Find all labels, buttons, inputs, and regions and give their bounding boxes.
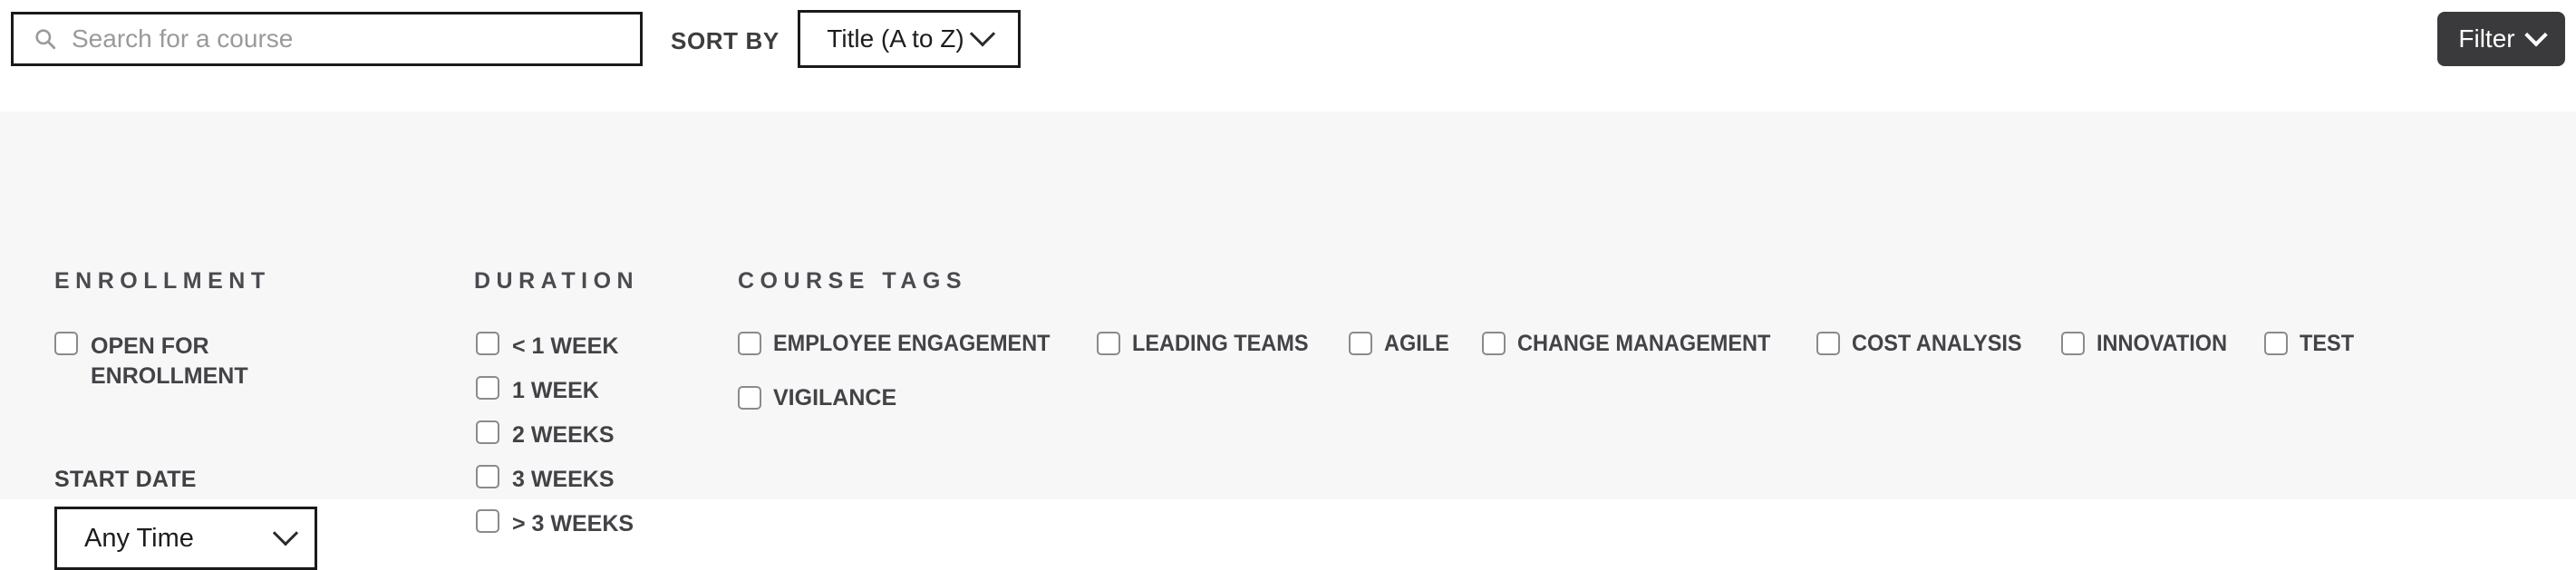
checkbox-course-tag-0[interactable] <box>738 332 761 355</box>
search-box[interactable] <box>11 12 643 66</box>
course-tag-option[interactable]: VIGILANCE <box>738 383 2485 412</box>
duration-option-label: 3 WEEKS <box>512 467 615 492</box>
checkbox-course-tag-2[interactable] <box>1349 332 1372 355</box>
sort-by-select[interactable]: Title (A to Z) <box>798 10 1021 68</box>
course-tag-label: EMPLOYEE ENGAGEMENT <box>773 330 1051 356</box>
course-tags-section-title: COURSE TAGS <box>738 268 967 294</box>
course-tag-label: COST ANALYSIS <box>1851 330 2022 356</box>
enrollment-option-label: OPEN FOR ENROLLMENT <box>91 333 248 389</box>
filter-button[interactable]: Filter <box>2437 12 2565 66</box>
search-icon <box>35 29 56 50</box>
filter-panel: ENROLLMENT OPEN FOR ENROLLMENT START DAT… <box>0 111 2576 570</box>
course-tag-option[interactable]: COST ANALYSIS <box>1816 329 2033 358</box>
duration-option[interactable]: 2 WEEKS <box>476 420 615 450</box>
duration-option-label: > 3 WEEKS <box>512 511 634 536</box>
start-date-select[interactable]: Any Time <box>54 507 317 570</box>
course-tag-label: CHANGE MANAGEMENT <box>1517 330 1771 356</box>
duration-option[interactable]: < 1 WEEK <box>476 332 618 362</box>
course-tag-option[interactable]: TEST <box>2264 329 2358 358</box>
duration-option-label: 2 WEEKS <box>512 422 615 448</box>
filter-button-label: Filter <box>2458 24 2515 53</box>
course-tags-list: EMPLOYEE ENGAGEMENT LEADING TEAMS AGILE … <box>738 329 2514 412</box>
checkbox-course-tag-7[interactable] <box>738 386 761 410</box>
checkbox-open-for-enrollment[interactable] <box>54 332 78 355</box>
sort-by-value: Title (A to Z) <box>827 24 964 53</box>
course-tag-option[interactable]: INNOVATION <box>2061 329 2235 358</box>
course-tag-label: TEST <box>2300 330 2355 356</box>
checkbox-course-tag-6[interactable] <box>2264 332 2289 355</box>
course-tag-label: INNOVATION <box>2097 330 2228 356</box>
start-date-label: START DATE <box>54 467 197 492</box>
course-tag-label: AGILE <box>1384 330 1449 356</box>
enrollment-option-open-for-enrollment[interactable]: OPEN FOR ENROLLMENT <box>54 332 326 391</box>
chevron-down-icon <box>272 520 299 546</box>
duration-option-label: 1 WEEK <box>512 378 599 403</box>
chevron-down-icon <box>2523 24 2548 47</box>
sort-by-label: SORT BY <box>671 27 780 54</box>
duration-option[interactable]: 3 WEEKS <box>476 465 615 495</box>
duration-section-title: DURATION <box>474 268 640 294</box>
course-tag-label: VIGILANCE <box>773 384 897 411</box>
search-input[interactable] <box>72 24 579 53</box>
course-tag-option[interactable]: EMPLOYEE ENGAGEMENT <box>738 329 1068 358</box>
start-date-value: Any Time <box>84 523 194 553</box>
checkbox-duration-2[interactable] <box>476 420 499 444</box>
checkbox-duration-0[interactable] <box>476 332 499 355</box>
course-tag-option[interactable]: CHANGE MANAGEMENT <box>1482 329 1787 358</box>
checkbox-course-tag-4[interactable] <box>1816 332 1840 355</box>
checkbox-duration-4[interactable] <box>476 509 499 533</box>
checkbox-duration-3[interactable] <box>476 465 499 488</box>
enrollment-section-title: ENROLLMENT <box>54 268 271 294</box>
duration-option[interactable]: 1 WEEK <box>476 376 599 406</box>
course-tag-label: LEADING TEAMS <box>1132 330 1309 356</box>
chevron-down-icon <box>969 21 995 47</box>
checkbox-duration-1[interactable] <box>476 376 499 400</box>
course-tag-option[interactable]: LEADING TEAMS <box>1097 329 1320 358</box>
top-toolbar: SORT BY Title (A to Z) Filter <box>0 0 2576 111</box>
duration-option[interactable]: > 3 WEEKS <box>476 509 634 539</box>
course-tag-option[interactable]: AGILE <box>1349 329 1453 358</box>
checkbox-course-tag-1[interactable] <box>1097 332 1121 355</box>
duration-option-label: < 1 WEEK <box>512 333 619 359</box>
checkbox-course-tag-3[interactable] <box>1482 332 1506 355</box>
checkbox-course-tag-5[interactable] <box>2061 332 2086 355</box>
